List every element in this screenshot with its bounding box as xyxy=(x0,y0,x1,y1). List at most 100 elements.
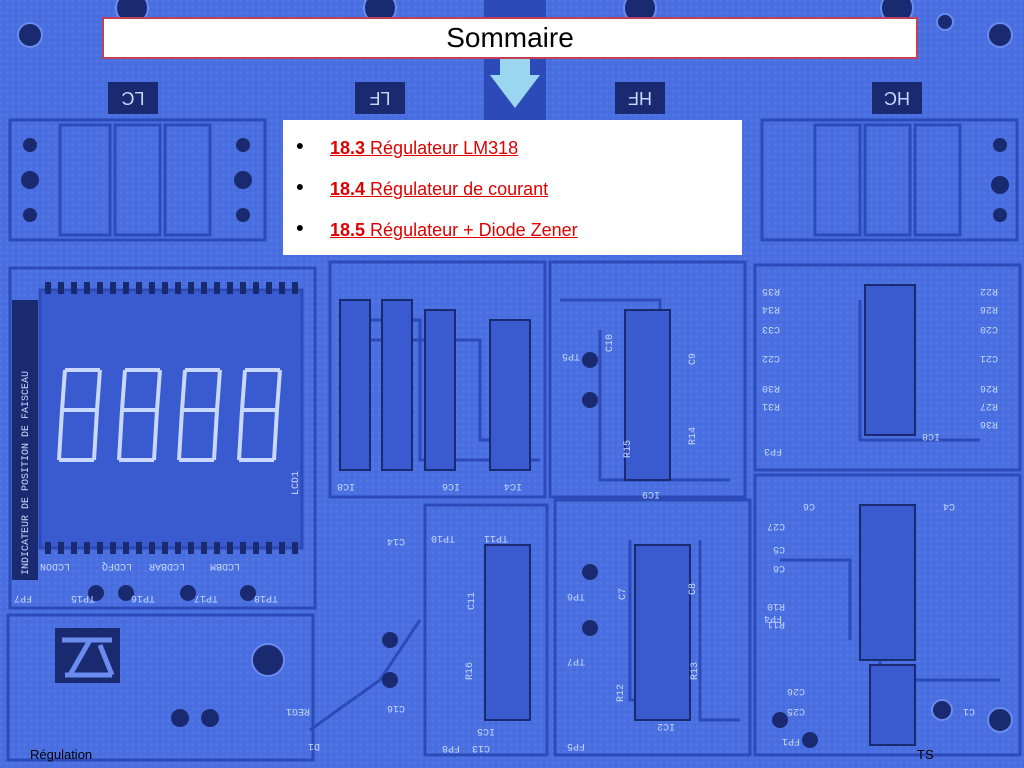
bullet-icon: • xyxy=(296,214,304,240)
svg-text:C25: C25 xyxy=(787,705,805,716)
svg-text:TP6: TP6 xyxy=(567,590,585,601)
svg-text:C5: C5 xyxy=(773,543,785,554)
svg-text:R30: R30 xyxy=(762,382,780,393)
svg-text:C14: C14 xyxy=(387,535,405,546)
svg-text:C4: C4 xyxy=(943,500,955,511)
svg-text:C11: C11 xyxy=(467,592,478,610)
svg-text:R26: R26 xyxy=(980,303,998,314)
link-18-3-regulateur-lm318[interactable]: 18.3 Régulateur LM318 xyxy=(330,138,518,159)
svg-text:FP4: FP4 xyxy=(764,612,782,623)
svg-text:C33: C33 xyxy=(762,323,780,334)
toc-item-18-4: • 18.4 Régulateur de courant xyxy=(283,169,742,210)
footer-left-text: Régulation xyxy=(30,747,93,762)
svg-text:R26: R26 xyxy=(980,382,998,393)
svg-text:IC2: IC2 xyxy=(657,720,675,731)
link-number: 18.4 xyxy=(330,179,366,199)
svg-text:C26: C26 xyxy=(787,685,805,696)
svg-text:FP5: FP5 xyxy=(567,740,585,751)
svg-text:R31: R31 xyxy=(762,400,780,411)
svg-text:HF: HF xyxy=(628,88,652,108)
svg-text:C8: C8 xyxy=(688,583,699,595)
svg-text:TP10: TP10 xyxy=(431,532,455,543)
toc-item-18-3: • 18.3 Régulateur LM318 xyxy=(283,128,742,169)
svg-text:IC6: IC6 xyxy=(442,480,460,491)
svg-text:D1: D1 xyxy=(308,740,320,751)
svg-text:R35: R35 xyxy=(762,285,780,296)
title-box: Sommaire xyxy=(102,17,918,59)
svg-text:FP8: FP8 xyxy=(442,742,460,753)
table-of-contents: • 18.3 Régulateur LM318 • 18.4 Régulateu… xyxy=(283,120,742,255)
svg-text:C20: C20 xyxy=(980,323,998,334)
svg-text:LCDBM: LCDBM xyxy=(210,560,240,571)
svg-text:R36: R36 xyxy=(980,418,998,429)
svg-text:IC4: IC4 xyxy=(504,480,522,491)
svg-text:R16: R16 xyxy=(465,662,476,680)
svg-text:LCDBAR: LCDBAR xyxy=(149,560,185,571)
svg-text:IC9: IC9 xyxy=(642,488,660,499)
svg-text:R22: R22 xyxy=(980,285,998,296)
circuit-traces xyxy=(6,260,1022,762)
link-label: Régulateur + Diode Zener xyxy=(365,220,578,240)
svg-text:C1: C1 xyxy=(963,705,975,716)
svg-text:C22: C22 xyxy=(762,352,780,363)
link-label: Régulateur de courant xyxy=(365,179,549,199)
svg-text:TP15: TP15 xyxy=(71,592,95,603)
svg-text:IC8: IC8 xyxy=(922,430,940,441)
svg-text:C21: C21 xyxy=(980,352,998,363)
bullet-icon: • xyxy=(296,173,304,199)
svg-text:R12: R12 xyxy=(616,684,627,702)
link-number: 18.3 xyxy=(330,138,366,158)
svg-text:LCDFQ: LCDFQ xyxy=(102,560,132,571)
svg-text:R14: R14 xyxy=(688,427,699,445)
component-pads xyxy=(21,138,1009,748)
svg-text:R11: R11 xyxy=(767,618,785,629)
link-18-4-regulateur-de-courant[interactable]: 18.4 Régulateur de courant xyxy=(330,179,548,200)
svg-text:IC8: IC8 xyxy=(337,480,355,491)
link-18-5-regulateur-diode-zener[interactable]: 18.5 Régulateur + Diode Zener xyxy=(330,220,578,241)
svg-text:FP1: FP1 xyxy=(782,735,800,746)
svg-text:REG1: REG1 xyxy=(286,705,310,716)
svg-text:TP11: TP11 xyxy=(484,532,508,543)
footer-right-text: TS xyxy=(917,747,934,762)
manufacturer-logo xyxy=(55,628,120,683)
svg-text:C13: C13 xyxy=(472,742,490,753)
channel-label-boxes: LC LF HF HC xyxy=(108,82,922,114)
silkscreen-labels: LCD1 IC8 IC6 IC4 IC9 IC8 IC2 IC5 R15 R14… xyxy=(14,285,998,753)
svg-text:R13: R13 xyxy=(690,662,701,680)
ic-chips xyxy=(339,284,916,746)
link-number: 18.5 xyxy=(330,220,366,240)
svg-text:R27: R27 xyxy=(980,400,998,411)
svg-text:LCDON: LCDON xyxy=(40,560,70,571)
svg-text:LF: LF xyxy=(369,88,390,108)
svg-text:C6: C6 xyxy=(773,562,785,573)
svg-text:TP5: TP5 xyxy=(562,350,580,361)
svg-text:C27: C27 xyxy=(767,520,785,531)
svg-text:INDICATEUR DE POSITION DE FAIS: INDICATEUR DE POSITION DE FAISCEAU xyxy=(21,371,32,575)
bullet-icon: • xyxy=(296,132,304,158)
link-label: Régulateur LM318 xyxy=(365,138,519,158)
toc-item-18-5: • 18.5 Régulateur + Diode Zener xyxy=(283,210,742,251)
svg-text:R10: R10 xyxy=(767,600,785,611)
svg-text:FP3: FP3 xyxy=(764,445,782,456)
svg-text:TP7: TP7 xyxy=(567,655,585,666)
svg-text:R34: R34 xyxy=(762,303,780,314)
svg-text:LC: LC xyxy=(121,88,144,108)
svg-text:C7: C7 xyxy=(618,588,629,600)
svg-text:TP17: TP17 xyxy=(194,592,218,603)
svg-text:C6: C6 xyxy=(803,500,815,511)
svg-text:C10: C10 xyxy=(605,334,616,352)
svg-text:FP7: FP7 xyxy=(14,592,32,603)
svg-text:TP16: TP16 xyxy=(131,592,155,603)
svg-text:R15: R15 xyxy=(623,440,634,458)
connector-blocks xyxy=(8,118,1019,242)
toc-list: • 18.3 Régulateur LM318 • 18.4 Régulateu… xyxy=(283,128,742,251)
slide-title: Sommaire xyxy=(446,22,574,53)
svg-text:LCD1: LCD1 xyxy=(291,471,302,495)
svg-text:C16: C16 xyxy=(387,702,405,713)
svg-text:C9: C9 xyxy=(688,353,699,365)
svg-text:HC: HC xyxy=(884,88,910,108)
lcd-display-block: INDICATEUR DE POSITION DE FAISCEAU xyxy=(8,266,317,610)
svg-text:IC5: IC5 xyxy=(477,725,495,736)
